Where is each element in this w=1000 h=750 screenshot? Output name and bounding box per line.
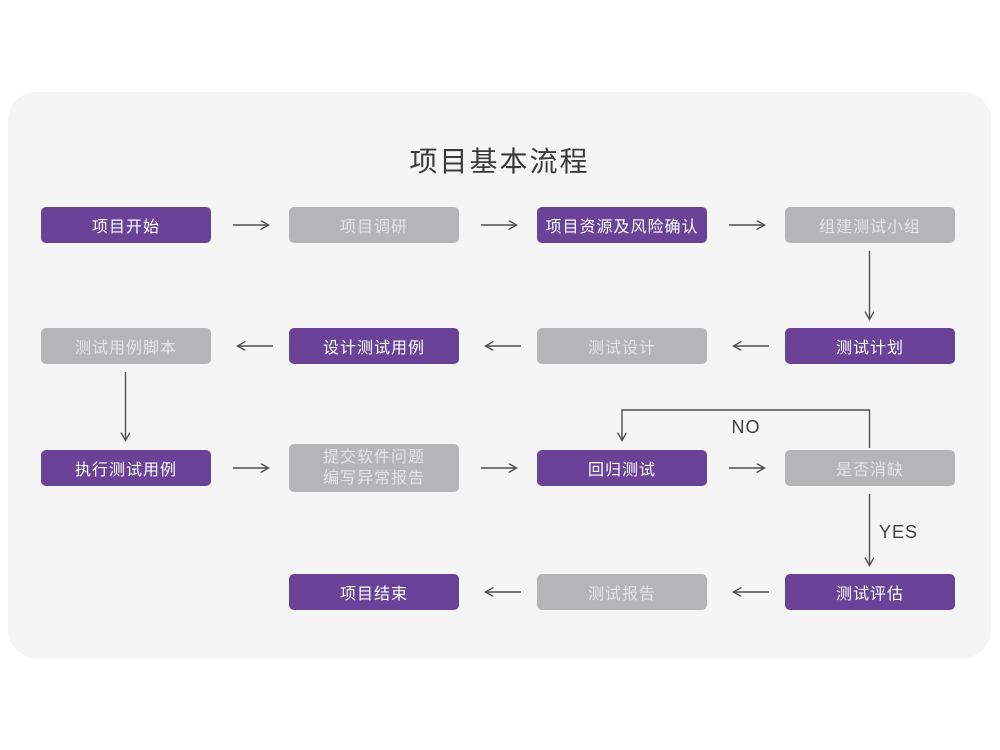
node-project-start: 项目开始 [41, 207, 211, 243]
page-title: 项目基本流程 [409, 146, 590, 177]
node-resource-risk: 项目资源及风险确认 [537, 207, 707, 243]
node-submit-issue-report: 提交软件问题 编写异常报告 [289, 444, 459, 492]
node-label: 测试评估 [835, 586, 904, 603]
node-test-evaluation: 测试评估 [785, 574, 955, 610]
node-label: 测试用例脚本 [74, 340, 177, 357]
no-edge-label: NO [731, 417, 761, 437]
node-label: 测试计划 [835, 340, 904, 357]
node-label: 是否消缺 [835, 462, 904, 479]
node-test-case-script: 测试用例脚本 [41, 328, 211, 364]
yes-edge-label: YES [879, 522, 919, 542]
flow-arrows [8, 92, 991, 658]
node-build-test-team: 组建测试小组 [785, 207, 955, 243]
node-project-research: 项目调研 [289, 207, 459, 243]
node-test-plan: 测试计划 [785, 328, 955, 364]
node-label: 组建测试小组 [818, 219, 921, 236]
node-label: 测试报告 [587, 586, 656, 603]
node-defect-cleared: 是否消缺 [785, 450, 955, 486]
node-test-report: 测试报告 [537, 574, 707, 610]
node-label: 项目调研 [339, 219, 408, 236]
node-design-test-case: 设计测试用例 [289, 328, 459, 364]
node-label: 项目资源及风险确认 [545, 219, 699, 236]
node-label: 项目开始 [91, 219, 160, 236]
node-label: 测试设计 [587, 340, 656, 357]
node-label: 执行测试用例 [74, 462, 177, 479]
node-label: 项目结束 [339, 586, 408, 603]
node-label: 设计测试用例 [322, 340, 425, 357]
node-label-line1: 提交软件问题 [322, 449, 425, 466]
node-test-design: 测试设计 [537, 328, 707, 364]
node-execute-test-case: 执行测试用例 [41, 450, 211, 486]
node-label: 回归测试 [587, 462, 656, 479]
node-label-line2: 编写异常报告 [322, 470, 425, 487]
arrow-no-loop [622, 409, 871, 448]
flowchart-card: 项目基本流程 [8, 92, 991, 658]
node-regression-test: 回归测试 [537, 450, 707, 486]
node-project-end: 项目结束 [289, 574, 459, 610]
